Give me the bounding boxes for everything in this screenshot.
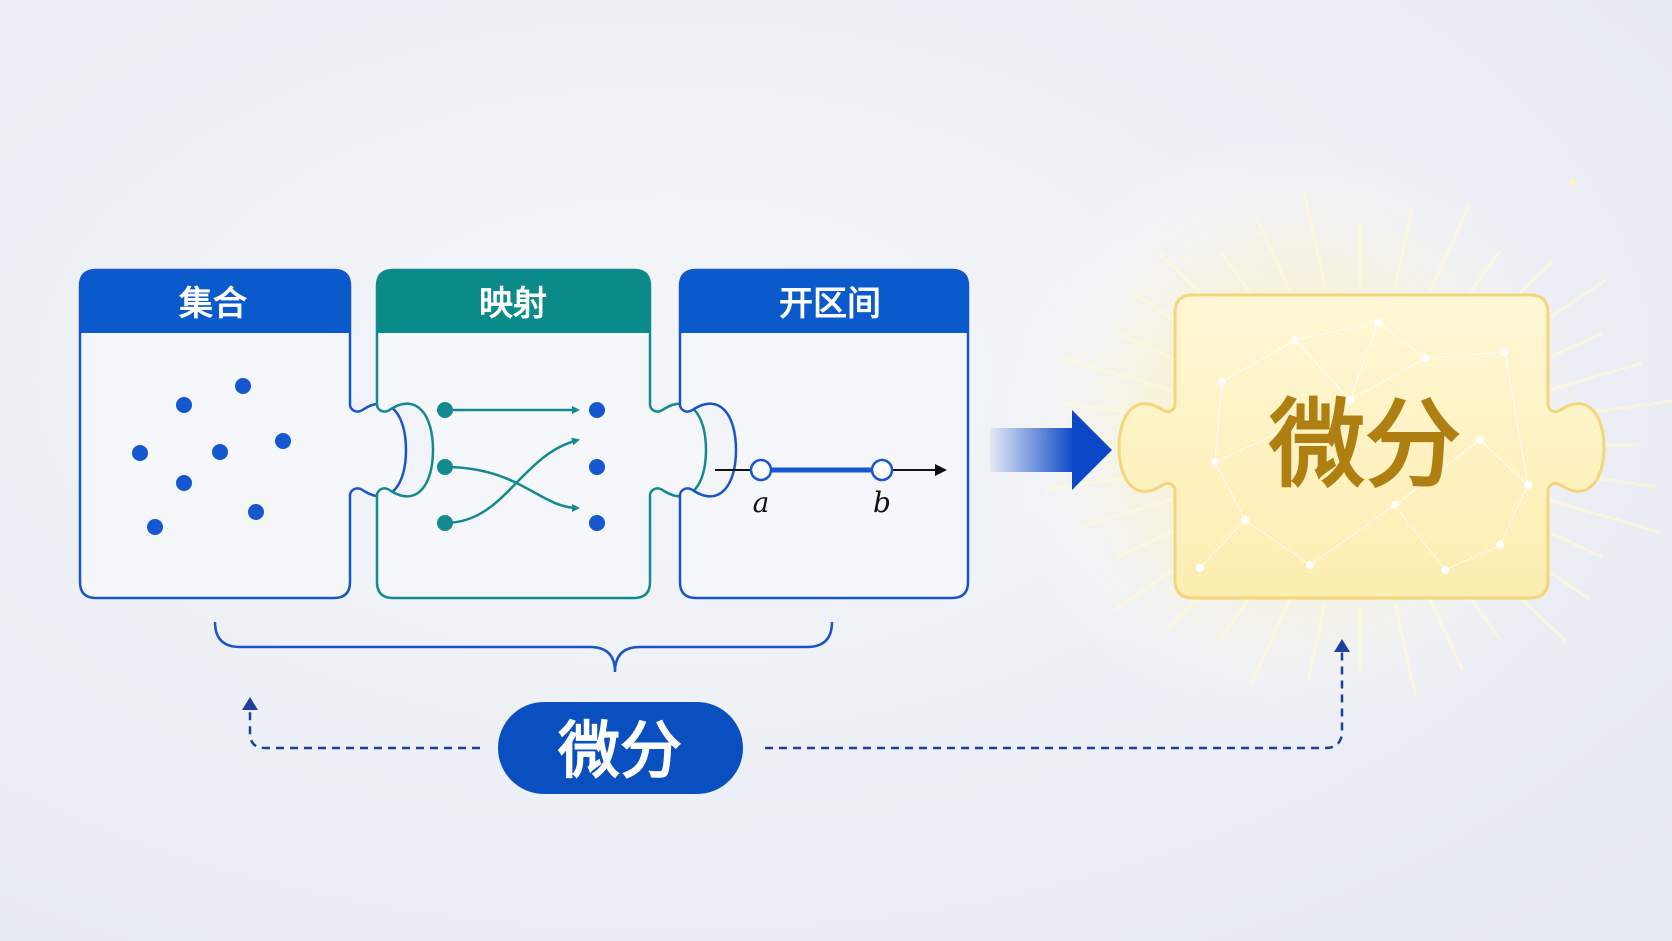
dashed-arrow-left-head <box>242 697 258 710</box>
interval-title: 开区间 <box>779 284 881 324</box>
mapping-header <box>377 270 660 333</box>
pill-label: 微分 <box>557 714 682 787</box>
set-dot <box>176 475 192 491</box>
feedback-arrows <box>248 650 1344 750</box>
puzzle-piece-set: 集合 <box>78 268 408 600</box>
mapping-domain-dots <box>437 402 453 531</box>
set-dot <box>212 444 228 460</box>
interval-header <box>680 270 968 333</box>
label-b: b <box>873 486 891 519</box>
map-arrow <box>444 437 580 525</box>
set-dot <box>132 445 148 461</box>
puzzle-piece-result: 微分 <box>1117 293 1606 600</box>
set-dots <box>132 378 291 535</box>
grouping-brace <box>213 621 834 673</box>
dashed-arrow-left <box>248 708 480 750</box>
set-dot <box>248 504 264 520</box>
puzzle-piece-open-interval: 开区间 a b <box>678 268 970 600</box>
set-dot <box>235 378 251 394</box>
pill-badge: 微分 <box>498 702 743 794</box>
set-dot <box>275 433 291 449</box>
dashed-arrow-right-head <box>1334 639 1350 652</box>
puzzle-piece-mapping: 映射 <box>375 268 708 600</box>
set-dot <box>176 397 192 413</box>
open-endpoint-b <box>870 458 894 482</box>
set-dot <box>147 519 163 535</box>
open-endpoint-a <box>749 458 773 482</box>
map-arrow <box>444 465 580 512</box>
mapping-codomain-dots <box>589 402 605 531</box>
network-pattern <box>1196 318 1532 574</box>
mapping-title: 映射 <box>479 284 547 324</box>
implication-arrow <box>990 410 1112 490</box>
dashed-arrow-right <box>765 650 1344 750</box>
label-a: a <box>753 486 770 519</box>
set-title: 集合 <box>178 284 247 324</box>
set-header <box>80 270 360 333</box>
result-title: 微分 <box>1268 389 1461 501</box>
mapping-arrows <box>444 406 580 525</box>
